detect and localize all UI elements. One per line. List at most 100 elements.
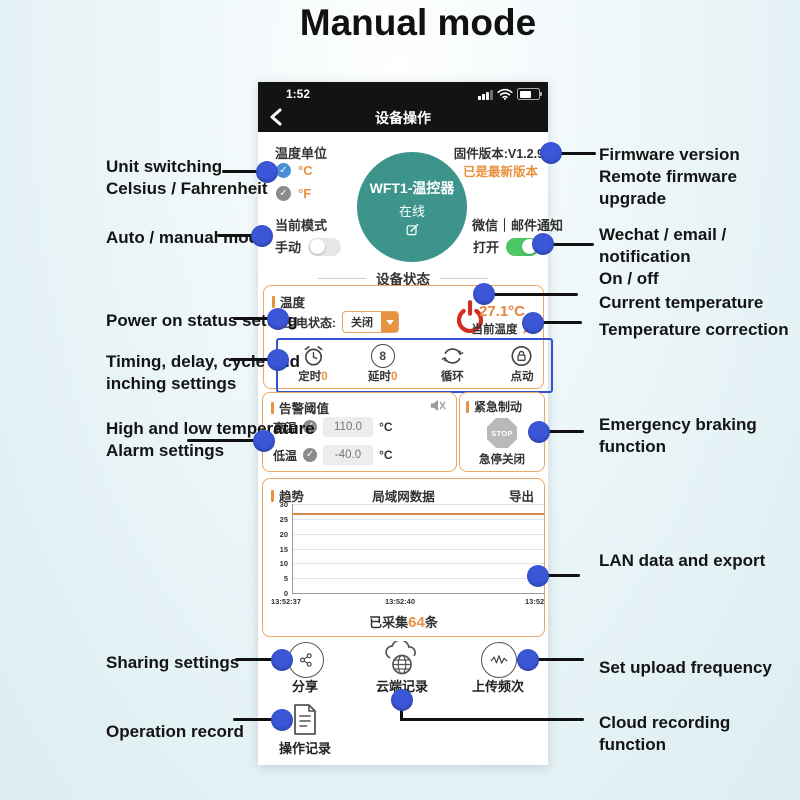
annotation-lan-data: LAN data and export	[599, 551, 766, 570]
unit-section-label: 温度单位	[275, 146, 328, 161]
dropdown-caret-icon[interactable]	[381, 312, 398, 332]
celsius-option[interactable]: ✓ °C	[276, 163, 313, 178]
connector-line	[233, 317, 272, 320]
cycle-icon	[440, 344, 465, 368]
temperature-series-line	[293, 512, 544, 515]
pointer-dot	[391, 689, 413, 711]
annotation-timing-settings: Timing, delay, cycle and inching setting…	[106, 352, 300, 393]
cycle-setting[interactable]: 循环	[429, 344, 475, 389]
operation-record-button[interactable]	[290, 703, 320, 736]
chevron-left-icon	[270, 108, 282, 126]
pointer-dot	[271, 649, 293, 671]
back-button[interactable]	[268, 108, 286, 126]
stop-sign-icon[interactable]: STOP	[487, 418, 517, 448]
timing-setting[interactable]: 定时0	[290, 344, 336, 389]
connector-line	[546, 574, 580, 577]
power-state-label: 上电状态:	[284, 315, 336, 330]
x-tick: 13:52:37	[271, 597, 302, 606]
alarm-panel-title: 告警阈值	[271, 398, 329, 417]
connector-line	[400, 718, 584, 721]
collected-count: 已采集64条	[369, 614, 438, 631]
emergency-panel-title: 紧急制动	[466, 398, 522, 415]
connector-line	[235, 658, 276, 661]
checked-circle-icon[interactable]: ✓	[276, 163, 291, 178]
upload-frequency-label: 上传频次	[471, 679, 524, 694]
x-tick: 13:52:4	[525, 597, 545, 606]
high-temp-label: 高温	[273, 420, 298, 435]
power-state-dropdown[interactable]: 关闭	[342, 311, 399, 333]
device-online-status: 在线	[398, 204, 425, 219]
connector-line	[542, 321, 582, 324]
share-icon	[288, 642, 324, 678]
low-temp-input[interactable]: -40.0	[323, 445, 374, 465]
wifi-icon	[497, 88, 513, 100]
export-button[interactable]: 导出	[508, 490, 534, 504]
annotation-unit-switching: Unit switching Celsius / Fahrenheit	[106, 157, 268, 198]
edit-icon[interactable]	[406, 223, 419, 236]
lan-data-label: 局域网数据	[372, 490, 435, 504]
device-status-divider: 设备状态	[258, 268, 548, 288]
manual-mode-toggle[interactable]	[308, 237, 342, 256]
firmware-version: 固件版本:V1.2.9	[453, 147, 544, 161]
status-bar: 1:52 设备操作	[258, 82, 548, 132]
page-title: Manual mode	[299, 2, 537, 43]
connector-line	[222, 170, 258, 173]
unchecked-circle-icon[interactable]: ✓	[276, 186, 291, 201]
check-circle-icon[interactable]: ✓	[303, 448, 318, 462]
cloud-record-button[interactable]	[381, 641, 423, 677]
battery-icon	[517, 88, 542, 100]
y-tick: 15	[279, 544, 288, 554]
current-temperature-value: 27.1°C	[478, 303, 526, 320]
y-tick: 10	[279, 559, 288, 569]
pointer-dot	[267, 349, 289, 371]
pointer-dot	[267, 308, 289, 330]
hourglass-icon: 8	[370, 344, 395, 368]
x-tick: 13:52:40	[385, 597, 416, 606]
high-temp-unit: °C	[379, 420, 393, 434]
connector-line	[217, 234, 254, 237]
annotation-upload-frequency: Set upload frequency	[599, 658, 772, 677]
annotation-temperature-correction: Temperature correction	[599, 320, 789, 339]
trend-panel-title: 趋势	[271, 486, 304, 505]
document-icon	[290, 703, 320, 736]
annotation-emergency-braking: Emergency braking function	[599, 415, 757, 456]
share-button[interactable]	[288, 642, 324, 678]
delay-setting[interactable]: 8 延时0	[360, 344, 406, 389]
connector-line	[536, 658, 584, 661]
connector-line	[559, 152, 596, 155]
device-status-circle[interactable]: WFT1-温控器 在线	[357, 152, 467, 262]
temperature-panel-title: 温度	[272, 292, 305, 311]
pointer-dot	[256, 161, 278, 183]
inching-setting[interactable]: 点动	[499, 344, 545, 389]
connector-line	[230, 358, 272, 361]
pointer-dot	[522, 312, 544, 334]
lock-icon	[509, 344, 534, 368]
y-tick: 30	[279, 500, 288, 509]
low-temp-unit: °C	[379, 448, 393, 462]
y-tick: 25	[279, 514, 288, 524]
phone-screenshot: 1:52 设备操作 温度单位 ✓ °C	[258, 82, 563, 765]
upload-frequency-button[interactable]	[481, 642, 517, 678]
annotation-auto-manual: Auto / manual mode	[106, 228, 269, 247]
temperature-panel: 温度 上电状态: 关闭 27.1°C 当前温度	[263, 285, 553, 393]
device-name: WFT1-温控器	[369, 180, 455, 196]
annotation-current-temperature: Current temperature	[599, 293, 764, 312]
celsius-label: °C	[298, 163, 313, 178]
connector-line	[233, 718, 276, 721]
annotation-cloud-recording: Cloud recording function	[599, 713, 731, 754]
operation-record-label: 操作记录	[278, 741, 331, 756]
power-button-icon[interactable]	[452, 299, 488, 335]
pointer-dot	[473, 283, 495, 305]
high-temp-input[interactable]: 110.0	[323, 417, 374, 437]
mute-icon[interactable]	[430, 399, 446, 412]
fahrenheit-option[interactable]: ✓ °F	[276, 186, 311, 201]
check-circle-icon[interactable]: ✓	[303, 420, 318, 434]
firmware-latest-label[interactable]: 已是最新版本	[462, 165, 538, 179]
alarm-threshold-panel: 告警阈值 高温 ✓ 110.0 °C 低温 ✓ -40.0 °C	[262, 392, 457, 472]
pointer-dot	[253, 430, 275, 452]
share-label: 分享	[291, 679, 318, 694]
pointer-dot	[251, 225, 273, 247]
y-tick: 0	[283, 589, 288, 598]
annotation-operation-record: Operation record	[106, 722, 244, 741]
